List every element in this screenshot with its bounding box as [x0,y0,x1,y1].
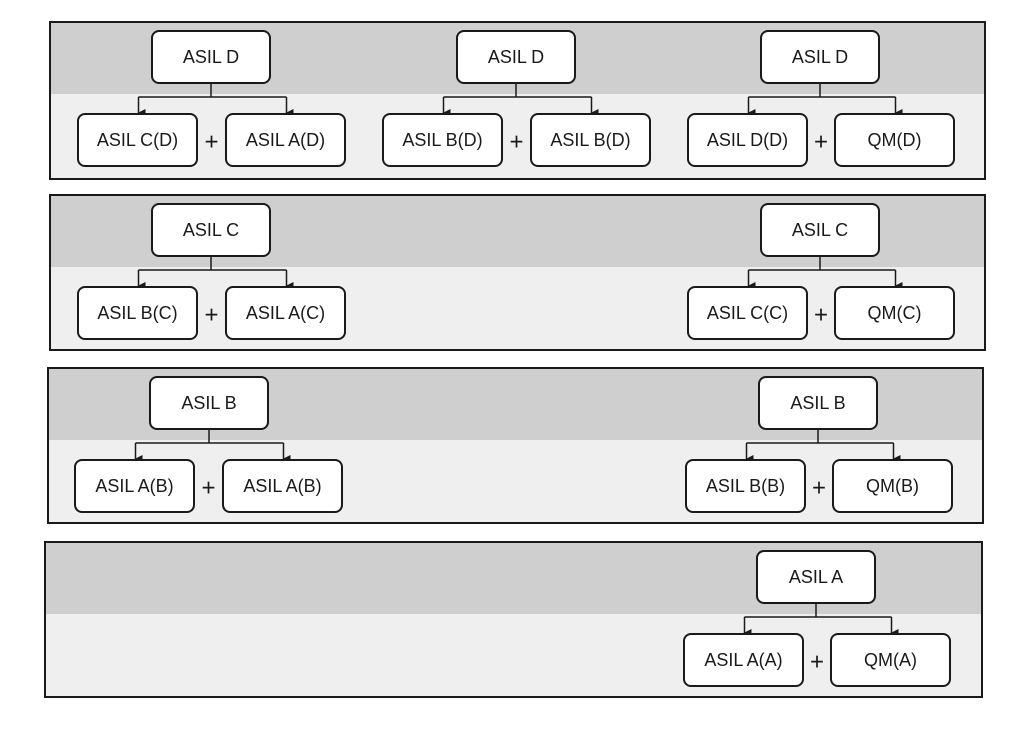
child-node-label: QM(D) [868,130,922,150]
parent-node-label: ASIL C [792,220,848,240]
band-asil-a: ASIL A ASIL A(A) QM(A) + [44,541,983,698]
decomposition-group: ASIL B ASIL A(B) ASIL A(B) + [74,376,343,513]
child-node-box [687,286,808,340]
plus-operator: + [814,129,828,156]
band-body-shade [50,267,985,350]
band-asil-c: ASIL C ASIL B(C) ASIL A(C) + ASIL C ASIL C(C)… [49,194,986,351]
child-node-label: ASIL B(C) [97,303,177,323]
decomposition-group: ASIL D ASIL D(D) QM(D) + [687,30,955,167]
decomposition-group: ASIL A ASIL A(A) QM(A) + [683,550,951,687]
child-node-label: ASIL A(B) [95,476,173,496]
plus-operator: + [812,475,826,502]
plus-operator: + [204,302,218,329]
band-body-shade [45,614,982,697]
decomposition-group: ASIL C ASIL C(C) QM(C) + [687,203,955,340]
band-body-shade [48,440,983,523]
decomposition-group: ASIL D ASIL B(D) ASIL B(D) + [382,30,651,167]
child-node-label: QM(B) [866,476,919,496]
parent-node-label: ASIL D [183,47,239,67]
plus-operator: + [509,129,523,156]
band-border [44,541,983,698]
child-node-box [222,459,343,513]
band-asil-b: ASIL B ASIL A(B) ASIL A(B) + ASIL B ASIL B(B)… [47,367,984,524]
child-node-box [834,113,955,167]
child-node-label: ASIL A(C) [246,303,325,323]
child-node-label: ASIL A(B) [243,476,321,496]
parent-node-label: ASIL C [183,220,239,240]
plus-operator: + [810,649,824,676]
child-node-label: ASIL A(A) [704,650,782,670]
child-node-box [77,113,198,167]
child-node-label: ASIL B(D) [550,130,630,150]
band-body-shade [50,94,985,179]
band-border [49,21,986,180]
band-border [47,367,984,524]
child-node-label: ASIL A(D) [246,130,325,150]
child-node-box [832,459,953,513]
parent-node-label: ASIL A [789,567,843,587]
decomposition-group: ASIL B ASIL B(B) QM(B) + [685,376,953,513]
child-node-box [530,113,651,167]
parent-node-label: ASIL D [792,47,848,67]
child-node-label: ASIL B(B) [706,476,785,496]
decomposition-group: ASIL C ASIL B(C) ASIL A(C) + [77,203,346,340]
child-node-box [77,286,198,340]
parent-node-label: ASIL D [488,47,544,67]
plus-operator: + [201,475,215,502]
band-asil-d: ASIL D ASIL C(D) ASIL A(D) + ASIL D ASIL B(D)… [49,21,986,180]
child-node-box [834,286,955,340]
plus-operator: + [814,302,828,329]
child-node-box [685,459,806,513]
child-node-box [687,113,808,167]
child-node-box [225,113,346,167]
child-node-box [74,459,195,513]
child-node-label: QM(C) [868,303,922,323]
decomposition-group: ASIL D ASIL C(D) ASIL A(D) + [77,30,346,167]
band-border [49,194,986,351]
child-node-box [683,633,804,687]
child-node-label: ASIL C(D) [97,130,178,150]
child-node-box [225,286,346,340]
parent-node-label: ASIL B [181,393,236,413]
plus-operator: + [204,129,218,156]
parent-node-label: ASIL B [790,393,845,413]
child-node-box [382,113,503,167]
child-node-label: ASIL D(D) [707,130,788,150]
child-node-box [830,633,951,687]
child-node-label: ASIL B(D) [402,130,482,150]
child-node-label: QM(A) [864,650,917,670]
child-node-label: ASIL C(C) [707,303,788,323]
